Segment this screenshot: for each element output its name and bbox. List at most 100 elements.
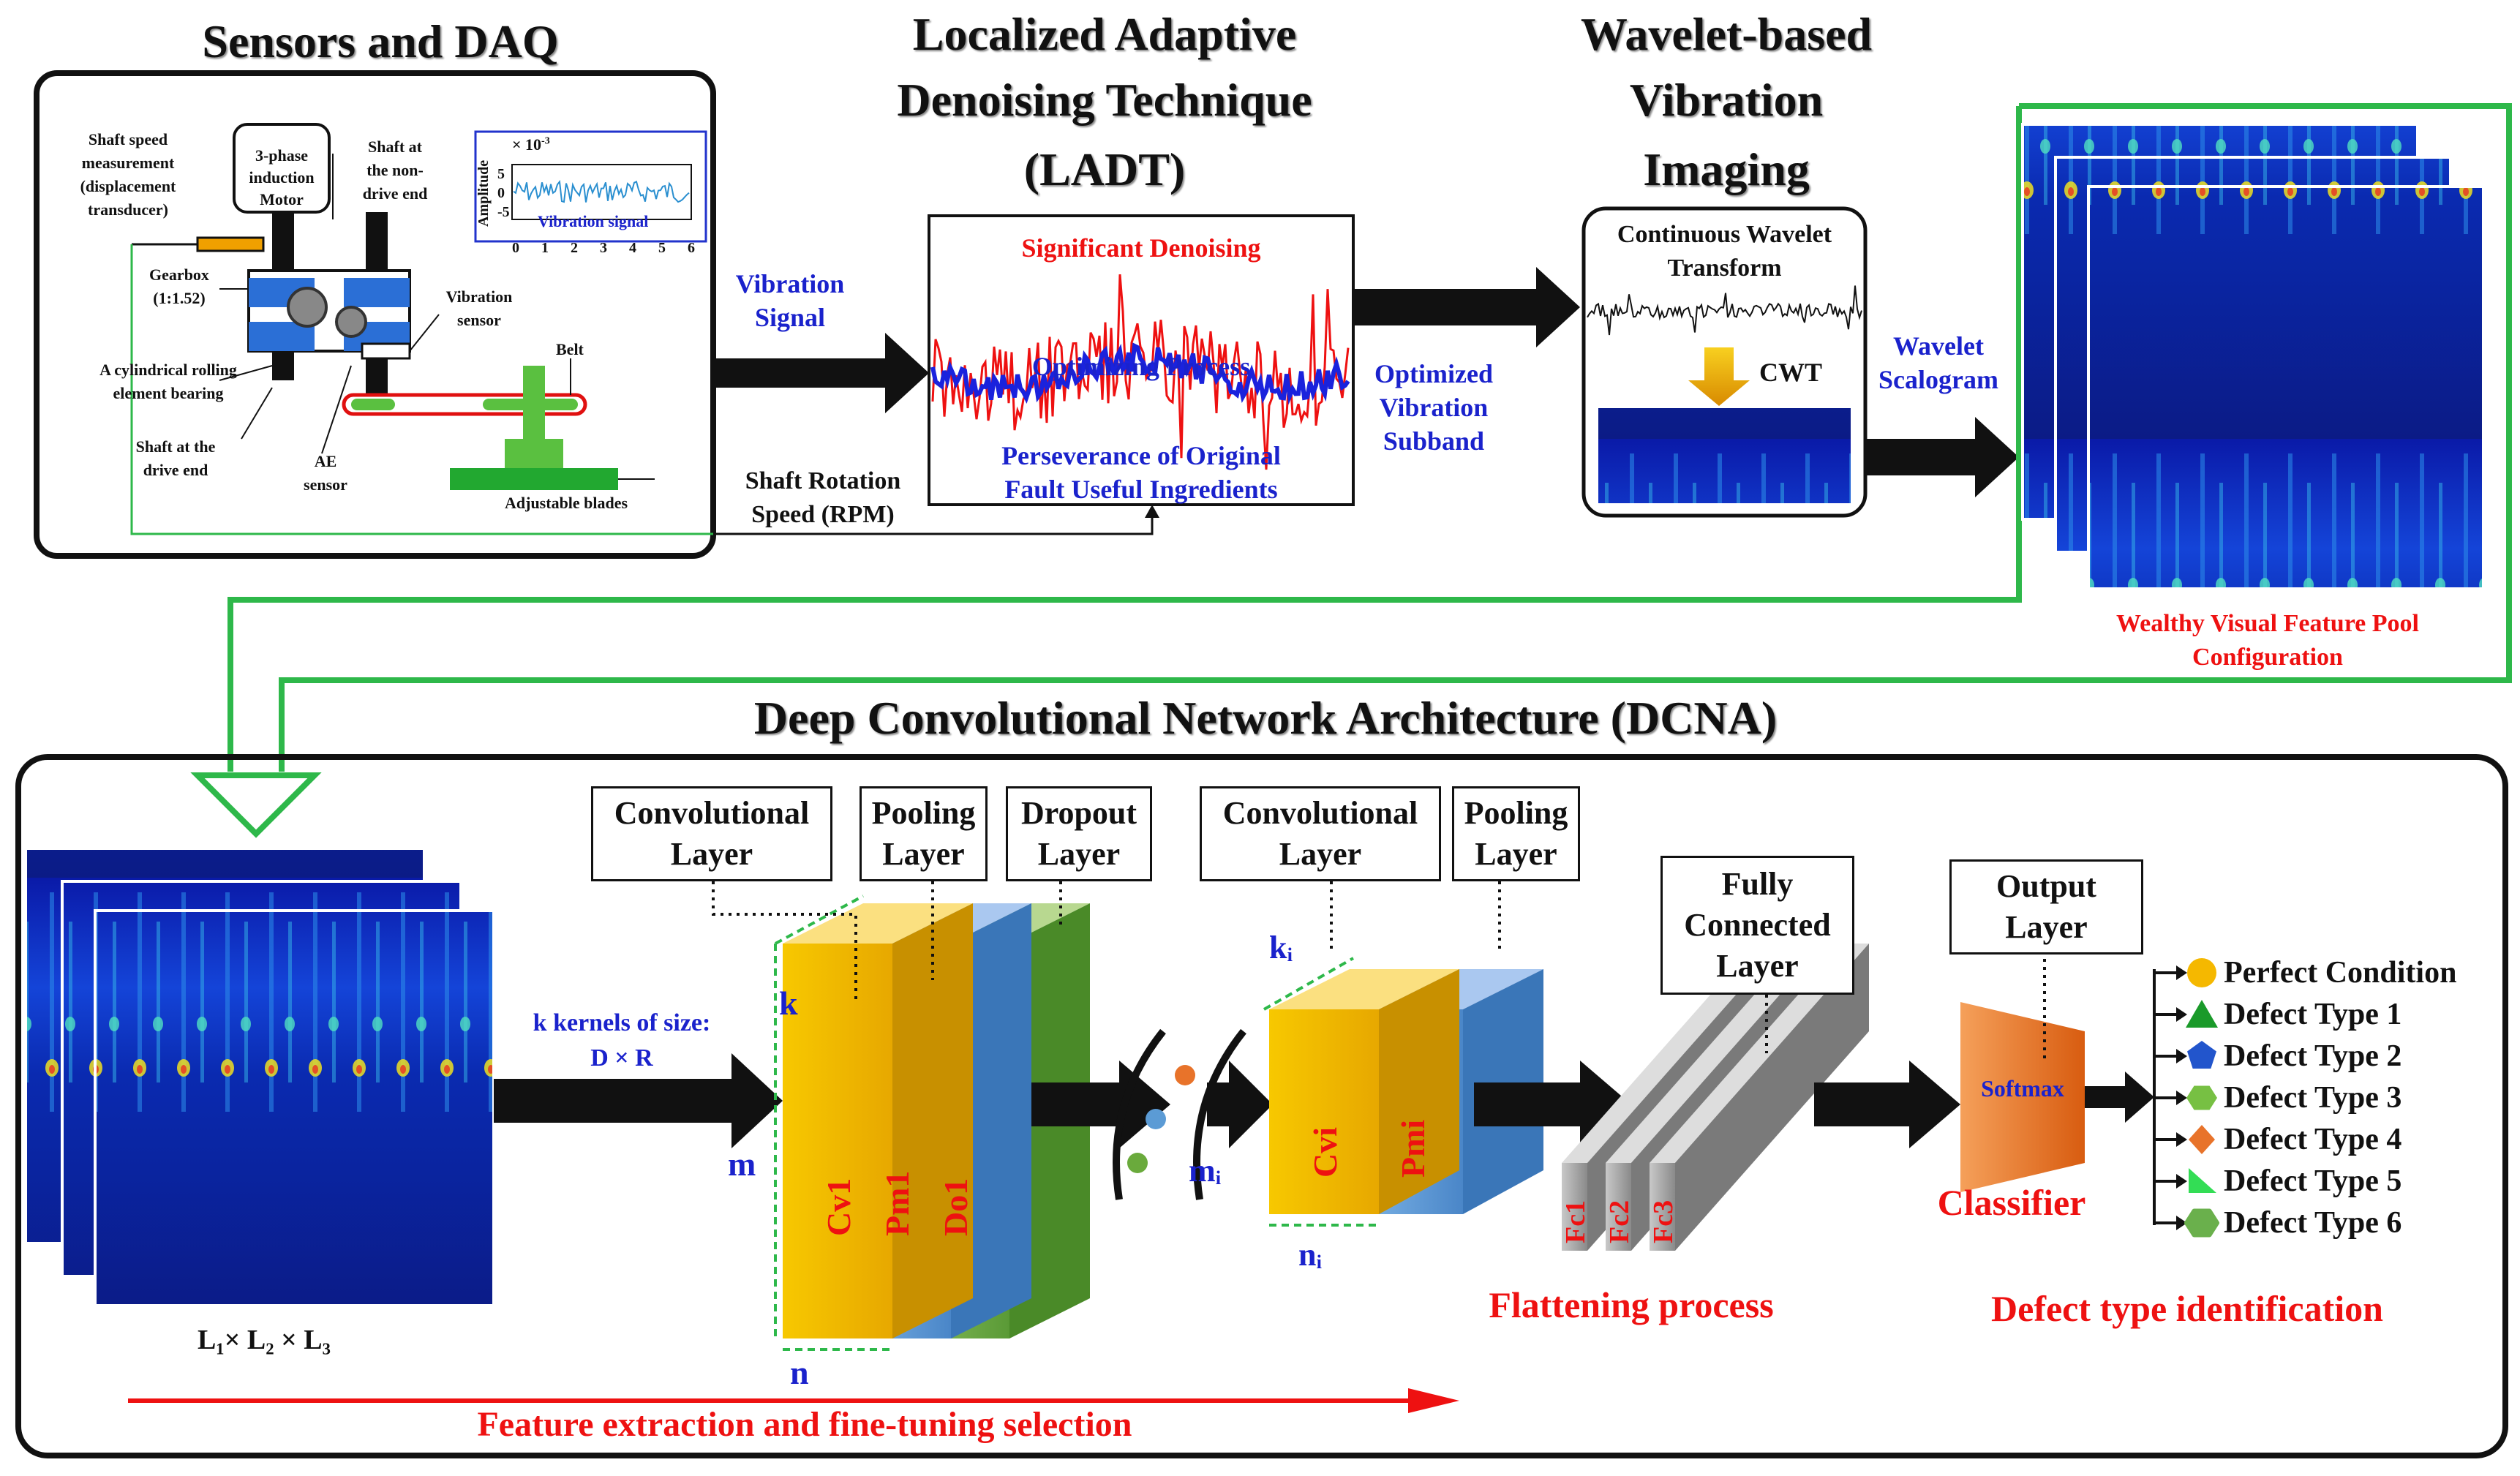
dcna-title: Deep Convolutional Network Architecture … — [753, 692, 1778, 744]
class-tick — [2154, 1132, 2187, 1147]
class-label: Defect Type 4 — [2224, 1123, 2402, 1156]
arrow-scalogram — [1862, 417, 2019, 497]
defect-identification-label: Defect type identification — [1991, 1288, 2383, 1329]
fc-layers — [1562, 944, 1869, 1251]
wavelet-title-line1: Wavelet-based — [1580, 8, 1873, 60]
fc3-tag: Fc3 — [1648, 1200, 1679, 1243]
class-tick — [2154, 1007, 2187, 1022]
green-flow-path — [190, 103, 2512, 838]
ladt-title-line3: (LADT) — [1023, 143, 1186, 195]
arrow-vibration-signal — [713, 333, 929, 413]
arrow-pool-to-flatten — [1474, 1061, 1631, 1148]
feature-extraction-arrowhead — [1408, 1388, 1459, 1413]
arrow-fc-to-softmax — [1814, 1061, 1960, 1148]
cwt-down-arrow — [1688, 347, 1750, 406]
blades-label: Adjustable blades — [505, 494, 628, 512]
green-down-arrow — [190, 772, 322, 838]
class-label: Defect Type 2 — [2224, 1039, 2402, 1073]
top-flow-arrows — [713, 267, 2019, 497]
wavelet-title-line3: Imaging — [1643, 143, 1810, 195]
ni-dim: nᵢ — [1298, 1237, 1323, 1273]
label-leaders — [712, 881, 2046, 1061]
do1-tag: Do1 — [937, 1178, 974, 1236]
class-tick-group — [2154, 958, 2219, 1238]
optimizing-process-text: Optimizing Process — [1031, 352, 1251, 381]
vibration-sensor-block — [361, 342, 411, 360]
gearbox-label: Gearbox(1:1.52) — [149, 266, 209, 307]
sensors-title: Sensors and DAQ — [202, 15, 559, 67]
ellipsis-dot-green — [1127, 1153, 1148, 1173]
classifier-label: Classifier — [1937, 1182, 2086, 1223]
fc1-bar — [1562, 1163, 1587, 1251]
n-dim: n — [790, 1354, 809, 1391]
inset-xtick: 0 — [512, 240, 519, 256]
ellipsis-bracket-left — [1113, 1028, 1166, 1200]
input-dims-label: L₁× L₂ × L₃ — [198, 1325, 331, 1355]
pmi-tag: Pmi — [1394, 1119, 1432, 1178]
class-tick — [2154, 1091, 2187, 1105]
fc2-tag: Fc2 — [1604, 1200, 1635, 1243]
cv1-tag: Cv1 — [820, 1178, 857, 1236]
test-rig-drawing — [130, 123, 731, 535]
kernels-label: k kernels of size:D × R — [533, 1009, 711, 1072]
m-dim: m — [728, 1145, 756, 1183]
softmax-trapezoid — [1960, 1002, 2085, 1192]
class-marker-diamond — [2189, 1125, 2215, 1154]
cv1-layer — [783, 944, 892, 1338]
feature-pool-stack — [2021, 123, 2485, 590]
class-marker-hexagon — [2186, 1085, 2217, 1110]
conv-block-i — [1263, 957, 1543, 1227]
class-marker-rounded-hexagon — [2184, 1208, 2219, 1238]
dcna-box — [15, 754, 2508, 1458]
rpm-connector — [713, 516, 1154, 535]
class-tick — [2154, 1216, 2187, 1230]
belt-label: Belt — [556, 340, 584, 358]
gear-1 — [287, 287, 328, 328]
ki-dim: kᵢ — [1269, 930, 1293, 965]
significant-denoising-text: Significant Denoising — [1021, 233, 1261, 263]
fc3-bar — [1650, 1163, 1675, 1251]
class-marker-pentagon — [2187, 1041, 2216, 1069]
class-marker-circle — [2187, 958, 2216, 987]
inset-legend: Vibration signal — [538, 212, 649, 230]
inset-scale: × 10-3 — [512, 135, 550, 154]
inset-xtick: 1 — [541, 240, 549, 256]
gear-2 — [335, 306, 367, 338]
class-marker-triangle — [2186, 1000, 2218, 1028]
class-label: Defect Type 3 — [2224, 1081, 2402, 1115]
motor-box — [233, 123, 331, 214]
class-tick — [2154, 965, 2187, 980]
input-scalogram-stack — [24, 847, 495, 1307]
cvi-tag: Cvi — [1306, 1127, 1344, 1178]
class-label: Defect Type 6 — [2224, 1206, 2402, 1240]
arrow-input-to-conv — [494, 1053, 783, 1148]
mi-dim: mᵢ — [1189, 1153, 1222, 1189]
inset-signal-trace — [513, 179, 690, 203]
inset-xtick: 6 — [688, 240, 695, 256]
arrow-softmax-to-classes — [2085, 1072, 2154, 1123]
adjustable-blades — [450, 468, 618, 490]
flattening-label: Flattening process — [1489, 1284, 1774, 1325]
class-marker-right-triangle — [2189, 1168, 2216, 1193]
softmax-label: Softmax — [1981, 1075, 2064, 1102]
class-label: Defect Type 5 — [2224, 1164, 2402, 1198]
inset-xtick: 2 — [571, 240, 578, 256]
displacement-transducer — [196, 236, 265, 252]
cwt-input-signal — [1587, 285, 1862, 336]
inset-plot-axes — [511, 164, 692, 220]
